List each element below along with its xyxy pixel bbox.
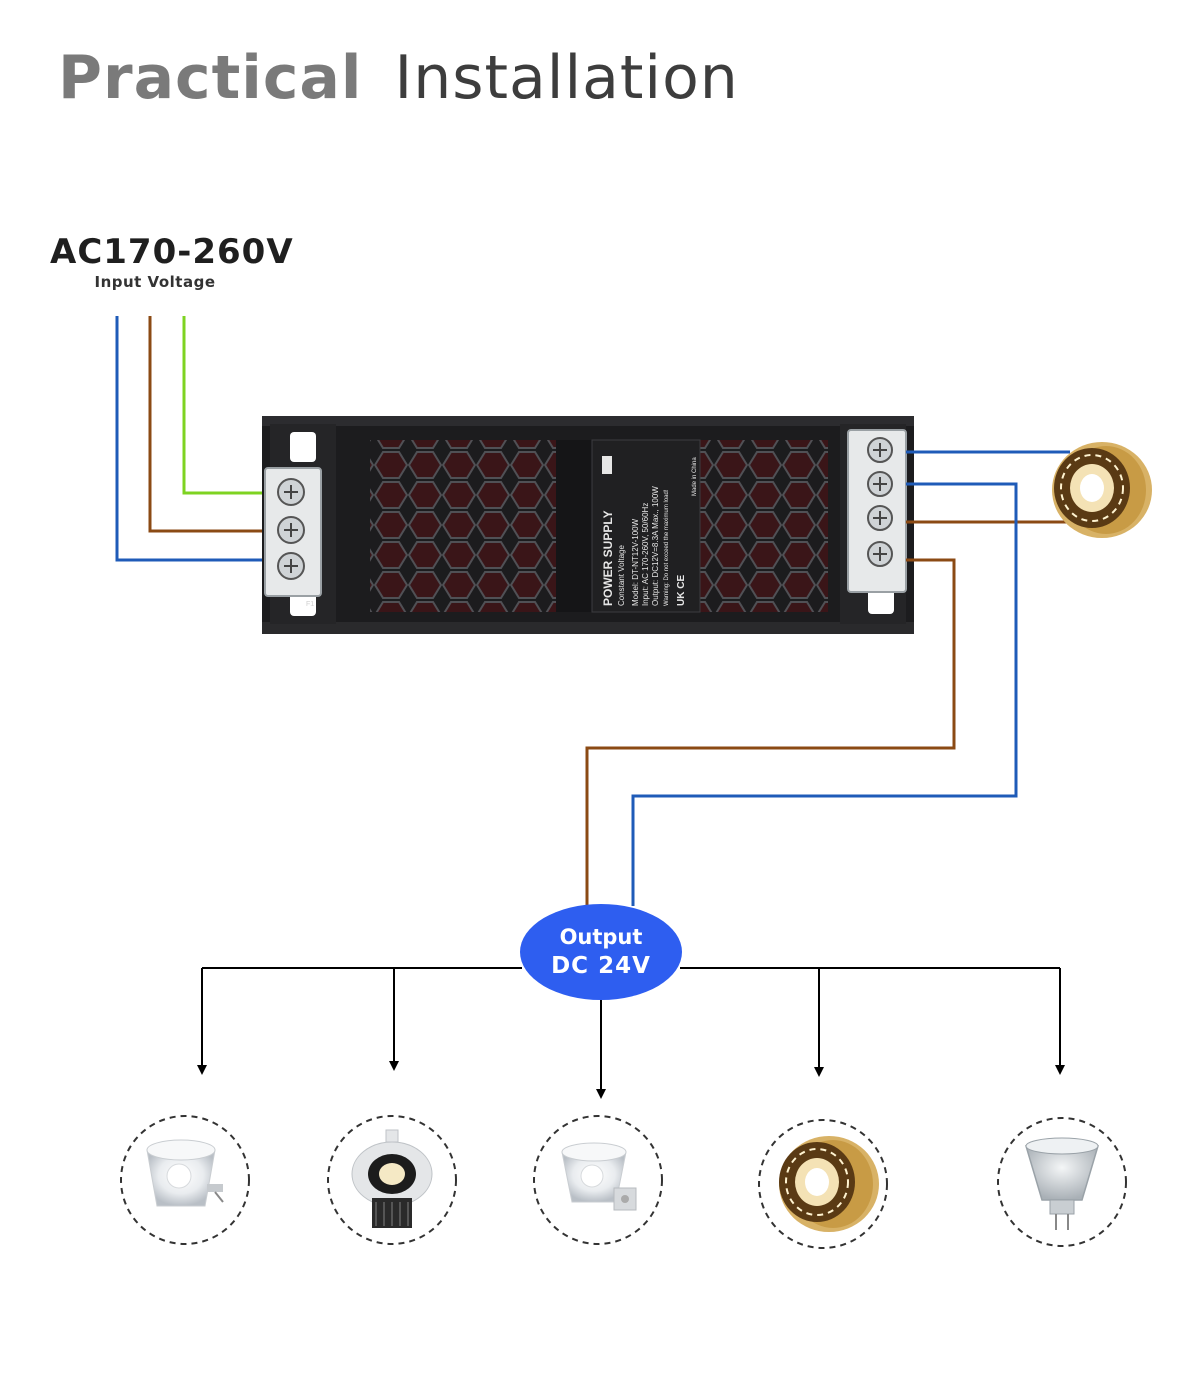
load-circle-3 xyxy=(533,1115,663,1245)
input-terminal-block xyxy=(264,467,322,597)
load-circle-2 xyxy=(327,1115,457,1245)
output-voltage-bubble: Output DC 24V xyxy=(520,904,682,1000)
output-terminal-block xyxy=(847,429,907,593)
title-bold: Practical xyxy=(58,43,363,113)
mr11-glass-bulb-icon xyxy=(1024,1137,1100,1230)
device-origin: Made in China xyxy=(692,457,698,496)
input-wires xyxy=(115,316,268,562)
device-output-spec: Output: DC12V=8.3A Max., 100W xyxy=(651,486,660,606)
distribution-lines xyxy=(197,967,1065,1099)
power-supply-unit: POWER SUPPLY Constant Voltage Model: DT-… xyxy=(262,416,914,634)
neutral-input-wire xyxy=(115,316,268,562)
earth-input-wire xyxy=(182,316,268,495)
device-model: Model: DT-NT12V-100W xyxy=(631,518,640,606)
load-circle-4 xyxy=(758,1119,888,1249)
device-input-spec: Input: AC 170-260V, 50/60Hz xyxy=(641,503,650,606)
output-blue-lower-wire xyxy=(631,482,1018,906)
title-light: Installation xyxy=(394,43,739,113)
gu10-spotlight-icon xyxy=(561,1142,637,1211)
led-strip-reel-icon xyxy=(779,1136,879,1232)
output-label: Output xyxy=(559,925,643,949)
device-marks: UK CE xyxy=(676,575,687,606)
mr16-spotlight-icon xyxy=(146,1139,224,1207)
device-warning: Warning: Do not exceed the maximum load! xyxy=(664,489,670,606)
output-voltage: DC 24V xyxy=(551,953,651,979)
input-voltage-value: AC170-260V xyxy=(50,232,294,272)
load-circle-1 xyxy=(120,1115,250,1245)
device-heading: POWER SUPPLY xyxy=(601,510,615,606)
output-brown-lower-wire xyxy=(585,558,956,906)
load-circle-5 xyxy=(997,1117,1127,1247)
input-voltage-label: AC170-260V Input Voltage xyxy=(50,232,294,292)
page-title: Practical Installation xyxy=(58,40,739,116)
output-wires xyxy=(585,450,1092,906)
input-voltage-caption: Input Voltage xyxy=(94,273,216,291)
recessed-downlight-icon xyxy=(351,1129,433,1228)
live-input-wire xyxy=(148,316,268,533)
load-circles xyxy=(120,1115,1127,1249)
fuse-label: F1 xyxy=(306,601,314,608)
device-label-plate: POWER SUPPLY Constant Voltage Model: DT-… xyxy=(591,439,701,613)
device-subheading: Constant Voltage xyxy=(617,545,626,606)
led-strip-reel-top xyxy=(1052,442,1152,538)
